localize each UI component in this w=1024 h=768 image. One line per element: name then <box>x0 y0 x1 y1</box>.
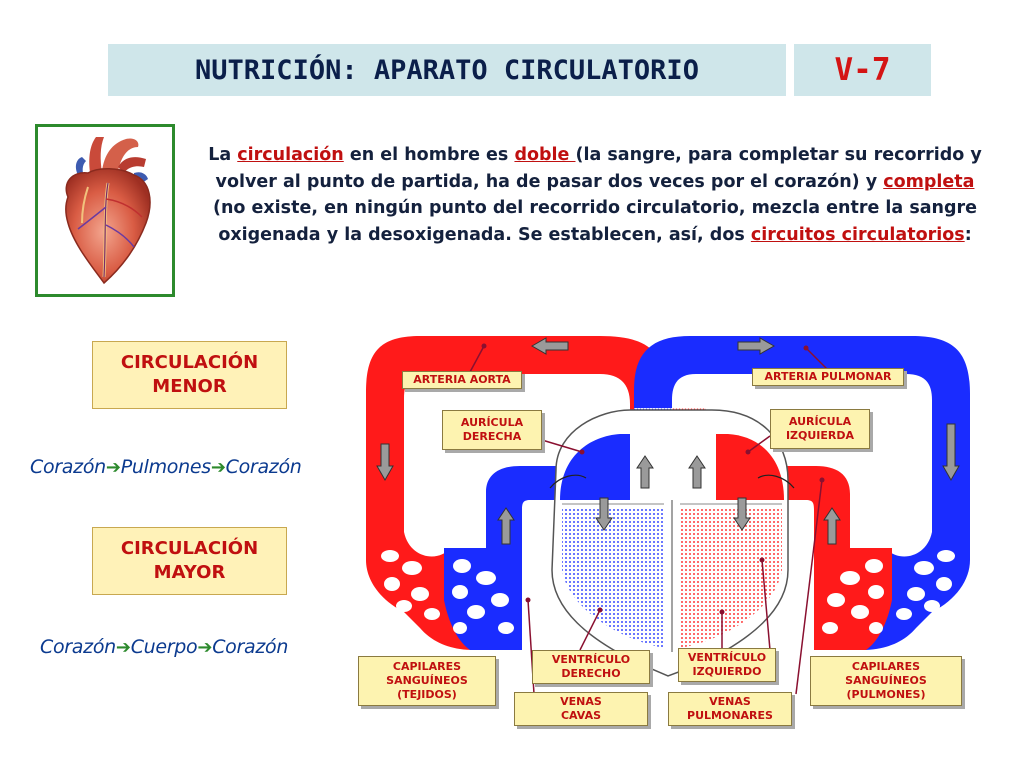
label-arteria-pulmonar: ARTERIA PULMONAR <box>752 368 904 386</box>
label-text: VENAS <box>709 695 751 708</box>
label-venas-cavas: VENAS CAVAS <box>514 692 648 726</box>
label-capilares-pulmones: CAPILARES SANGUÍNEOS (PULMONES) <box>810 656 962 706</box>
intro-paragraph: La circulación en el hombre es doble (la… <box>205 142 985 248</box>
page-code: V-7 <box>834 52 891 88</box>
circulacion-menor-line1: CIRCULACIÓN <box>120 352 259 373</box>
label-text: CAPILARES <box>851 660 921 673</box>
label-text: AURÍCULA <box>460 416 524 429</box>
route-mayor-to: Corazón <box>212 636 289 658</box>
label-text: CAVAS <box>560 709 602 722</box>
keyword-circuitos: circuitos circulatorios <box>750 224 965 245</box>
circulacion-mayor-line1: CIRCULACIÓN <box>120 538 259 559</box>
label-arteria-aorta: ARTERIA AORTA <box>402 371 522 389</box>
label-text: AURÍCULA <box>788 415 852 428</box>
label-auricula-izquierda: AURÍCULA IZQUIERDA <box>770 409 870 449</box>
label-text: ARTERIA AORTA <box>413 373 511 386</box>
leader-lines <box>469 345 829 695</box>
anatomical-heart-icon <box>65 137 151 285</box>
auricula-izquierda-chamber <box>716 434 784 500</box>
circulacion-mayor-box: CIRCULACIÓN MAYOR <box>92 527 287 595</box>
label-text: (PULMONES) <box>846 688 926 701</box>
label-text: VENTRÍCULO <box>687 651 767 664</box>
label-auricula-derecha: AURÍCULA DERECHA <box>442 410 542 450</box>
label-ventriculo-derecho: VENTRÍCULO DERECHO <box>532 650 650 684</box>
route-menor: Corazón➔Pulmones➔Corazón <box>30 456 302 478</box>
circulacion-mayor-line2: MAYOR <box>153 562 226 583</box>
label-capilares-tejidos: CAPILARES SANGUÍNEOS (TEJIDOS) <box>358 656 496 706</box>
label-text: ARTERIA PULMONAR <box>764 370 892 383</box>
arrow-right-icon: ➔ <box>197 637 213 658</box>
route-menor-via: Pulmones <box>120 456 211 478</box>
label-text: PULMONARES <box>687 709 773 722</box>
title-banner: NUTRICIÓN: APARATO CIRCULATORIO <box>108 44 786 96</box>
heart-image-frame <box>35 124 175 297</box>
label-text: SANGUÍNEOS <box>386 674 468 687</box>
flow-arrow-icon <box>376 337 960 545</box>
label-text: VENAS <box>560 695 602 708</box>
intro-text-4: (no existe, en ningún punto del recorrid… <box>212 198 978 245</box>
label-text: IZQUIERDA <box>785 429 855 442</box>
arrow-right-icon: ➔ <box>115 637 131 658</box>
capillaries-body <box>366 532 522 650</box>
circulacion-menor-box: CIRCULACIÓN MENOR <box>92 341 287 409</box>
route-mayor-via: Cuerpo <box>130 636 198 658</box>
label-text: SANGUÍNEOS <box>845 674 927 687</box>
auricula-derecha-chamber <box>560 434 630 500</box>
keyword-circulacion: circulación <box>237 145 344 165</box>
label-ventriculo-izquierdo: VENTRÍCULO IZQUIERDO <box>678 648 776 682</box>
intro-text-3: (la sangre, para completar su recorrido … <box>215 145 982 192</box>
route-menor-from: Corazón <box>30 456 106 478</box>
code-banner: V-7 <box>794 44 931 96</box>
route-mayor-from: Corazón <box>40 636 116 658</box>
arrow-right-icon: ➔ <box>105 457 121 478</box>
label-text: (TEJIDOS) <box>397 688 457 701</box>
label-text: DERECHO <box>561 667 621 680</box>
label-text: IZQUIERDO <box>692 665 762 678</box>
label-text: CAPILARES <box>392 660 462 673</box>
route-menor-to: Corazón <box>225 456 302 478</box>
label-text: DERECHA <box>462 430 522 443</box>
intro-text-1: La <box>208 145 238 165</box>
ventriculo-izquierdo-chamber <box>680 508 782 648</box>
ventriculo-derecho-chamber <box>562 508 664 648</box>
label-venas-pulmonares: VENAS PULMONARES <box>668 692 792 726</box>
keyword-completa: completa <box>883 171 975 192</box>
capillaries-lungs <box>814 532 970 650</box>
intro-text-2: en el hombre es <box>343 145 515 165</box>
keyword-doble: doble <box>514 145 576 165</box>
page-title: NUTRICIÓN: APARATO CIRCULATORIO <box>195 54 699 86</box>
route-mayor: Corazón➔Cuerpo➔Corazón <box>40 636 288 658</box>
intro-text-5: : <box>964 224 972 245</box>
arrow-right-icon: ➔ <box>210 457 226 478</box>
circulacion-menor-line2: MENOR <box>152 376 227 397</box>
label-text: VENTRÍCULO <box>551 653 631 666</box>
